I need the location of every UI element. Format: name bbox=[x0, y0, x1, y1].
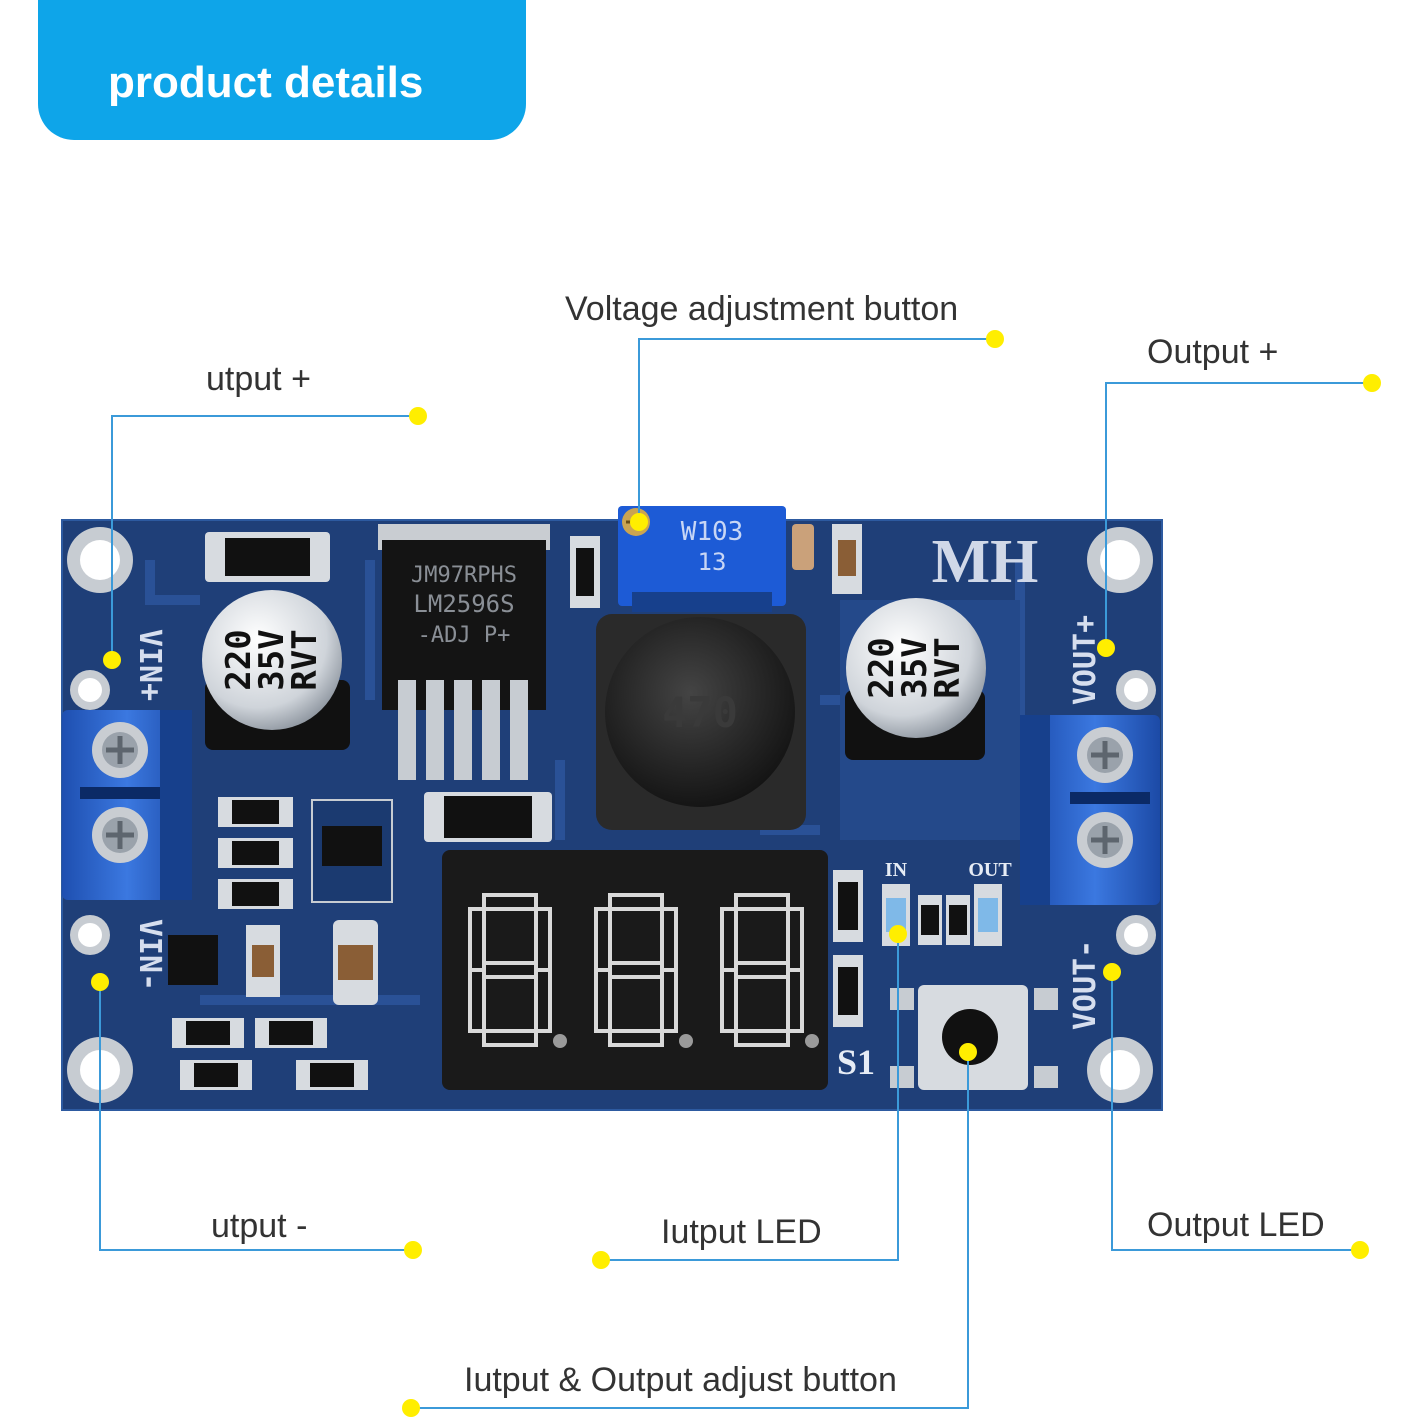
cap-left-brand: RVT bbox=[285, 629, 325, 690]
display-segment bbox=[482, 961, 538, 979]
display-decimal-point bbox=[805, 1034, 819, 1048]
inductor: 470 bbox=[596, 614, 806, 830]
marker-dot bbox=[404, 1241, 422, 1259]
marker-dot bbox=[402, 1399, 420, 1417]
marker-dot bbox=[630, 513, 648, 531]
silk-vin-minus: VIN- bbox=[132, 919, 167, 991]
silk-out: OUT bbox=[968, 859, 1012, 881]
silk-vout-plus: VOUT+ bbox=[1068, 615, 1103, 705]
ic-marking-1: JM97RPHS bbox=[411, 563, 517, 588]
display-segment bbox=[594, 907, 612, 972]
input-terminal-block bbox=[62, 710, 192, 900]
capacitor-right: 220 35V RVT bbox=[845, 598, 986, 760]
display-segment bbox=[608, 961, 664, 979]
output-terminal-block bbox=[1020, 715, 1160, 905]
silk-vin-plus: VIN+ bbox=[132, 629, 167, 701]
display-segment bbox=[608, 893, 664, 911]
display-segment bbox=[734, 1029, 790, 1047]
silk-in: IN bbox=[885, 859, 908, 881]
display-segment bbox=[468, 907, 486, 972]
silk-vout-minus: VOUT- bbox=[1068, 940, 1103, 1030]
callout-adjust-button: Iutput & Output adjust button bbox=[464, 1361, 897, 1399]
marker-dot bbox=[1097, 639, 1115, 657]
marker-dots bbox=[91, 330, 1381, 1417]
pot-marking-2: 13 bbox=[698, 548, 727, 576]
mounting-holes bbox=[67, 527, 1156, 1103]
led-indicators bbox=[882, 884, 1002, 946]
header-tab bbox=[38, 0, 526, 140]
ic-marking-3: -ADJ P+ bbox=[418, 623, 511, 648]
display-segment bbox=[720, 907, 738, 972]
marker-dot bbox=[592, 1251, 610, 1269]
marker-dot bbox=[1103, 963, 1121, 981]
marker-dot bbox=[91, 973, 109, 991]
inductor-marking: 470 bbox=[662, 688, 738, 737]
display-digits bbox=[468, 893, 819, 1048]
cap-right-brand: RVT bbox=[928, 637, 968, 698]
display-segment bbox=[534, 968, 552, 1033]
display-segment bbox=[734, 893, 790, 911]
ic-marking-2: LM2596S bbox=[413, 590, 514, 618]
push-button-s1 bbox=[890, 985, 1058, 1090]
brand-marking: MH bbox=[932, 528, 1039, 596]
callout-output-plus: Output + bbox=[1147, 333, 1279, 371]
display-segment bbox=[786, 968, 804, 1033]
callout-input-led: Iutput LED bbox=[661, 1213, 822, 1251]
cap-right-value: 220 bbox=[862, 637, 902, 698]
cap-right-voltage: 35V bbox=[895, 637, 935, 698]
silk-s1: S1 bbox=[837, 1042, 875, 1082]
display-segment bbox=[482, 1029, 538, 1047]
callout-output-led: Output LED bbox=[1147, 1206, 1325, 1244]
leader-lines bbox=[99, 338, 1372, 1409]
display-decimal-point bbox=[679, 1034, 693, 1048]
marker-dot bbox=[889, 925, 907, 943]
diode-top bbox=[205, 532, 330, 582]
cap-left-voltage: 35V bbox=[252, 629, 292, 690]
pot-marking-1: W103 bbox=[681, 517, 744, 547]
callout-input-minus: utput - bbox=[211, 1207, 308, 1245]
marker-dot bbox=[103, 651, 121, 669]
display-segment bbox=[482, 893, 538, 911]
marker-dot bbox=[986, 330, 1004, 348]
display-segment bbox=[660, 968, 678, 1033]
marker-dot bbox=[409, 407, 427, 425]
display-decimal-point bbox=[553, 1034, 567, 1048]
page-title: product details bbox=[108, 58, 424, 107]
capacitor-left: 220 35V RVT bbox=[202, 590, 350, 750]
display-segment bbox=[608, 1029, 664, 1047]
cap-left-value: 220 bbox=[219, 629, 259, 690]
display-segment bbox=[734, 961, 790, 979]
regulator-ic: JM97RPHS LM2596S -ADJ P+ bbox=[378, 524, 550, 780]
marker-dot bbox=[1363, 374, 1381, 392]
marker-dot bbox=[959, 1043, 977, 1061]
marker-dot bbox=[1351, 1241, 1369, 1259]
seven-segment-display bbox=[442, 850, 828, 1090]
callout-input-plus: utput + bbox=[206, 360, 311, 398]
smd-components bbox=[168, 524, 970, 1090]
callout-voltage-adjustment: Voltage adjustment button bbox=[565, 290, 959, 328]
